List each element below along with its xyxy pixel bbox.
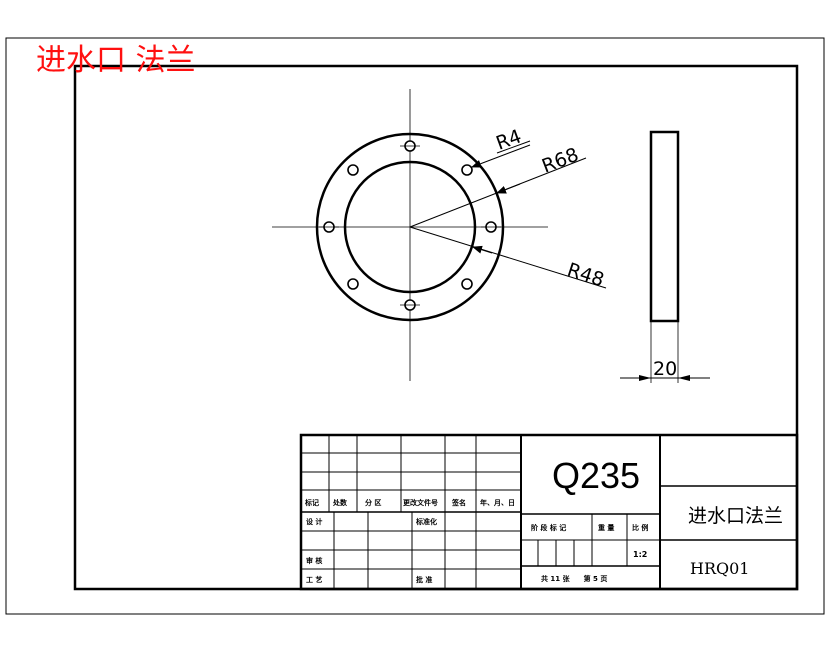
outer-border bbox=[5, 37, 825, 615]
outer-circle bbox=[315, 132, 505, 322]
r48-label: R48 bbox=[564, 259, 606, 291]
r68-label: R68 bbox=[539, 144, 582, 178]
bolt-hole bbox=[461, 278, 473, 290]
scale-value: 1:2 bbox=[633, 550, 647, 559]
rev-header-count: 处数 bbox=[332, 498, 348, 507]
scale-header: 比 例 bbox=[632, 523, 648, 532]
design-label: 设 计 bbox=[306, 517, 322, 526]
r48-leader bbox=[409, 226, 607, 289]
inner-circle bbox=[343, 160, 477, 294]
drawing-code: HRQ01 bbox=[690, 559, 749, 578]
bolt-hole bbox=[461, 164, 473, 176]
sheet-info: 共 11 张 第 5 页 bbox=[541, 574, 607, 583]
drawing-title: 进水口 法兰 bbox=[36, 43, 196, 78]
rev-header-zone: 分 区 bbox=[365, 498, 381, 507]
bolt-hole bbox=[347, 278, 359, 290]
r4-label: R4 bbox=[493, 125, 524, 154]
stage-header: 阶 段 标 记 bbox=[531, 523, 566, 532]
side-view bbox=[649, 130, 680, 323]
approve-label: 批 准 bbox=[416, 575, 432, 584]
standardization-label: 标准化 bbox=[415, 517, 437, 526]
rev-header-sign: 签名 bbox=[451, 498, 466, 507]
part-name: 进水口法兰 bbox=[688, 505, 783, 527]
r4-leader bbox=[471, 144, 531, 168]
rev-header-doc: 更改文件号 bbox=[403, 498, 438, 507]
review-label: 审 核 bbox=[306, 556, 322, 565]
rev-header-mark: 标记 bbox=[304, 498, 319, 507]
thickness-label: 20 bbox=[653, 358, 677, 380]
title-block bbox=[299, 433, 799, 591]
process-label: 工 艺 bbox=[306, 575, 322, 584]
rev-header-date: 年、月、日 bbox=[480, 498, 515, 507]
weight-header: 重 量 bbox=[598, 523, 614, 532]
bolt-hole-crosses bbox=[319, 145, 501, 306]
bolt-hole bbox=[347, 164, 359, 176]
material-label: Q235 bbox=[552, 455, 640, 496]
